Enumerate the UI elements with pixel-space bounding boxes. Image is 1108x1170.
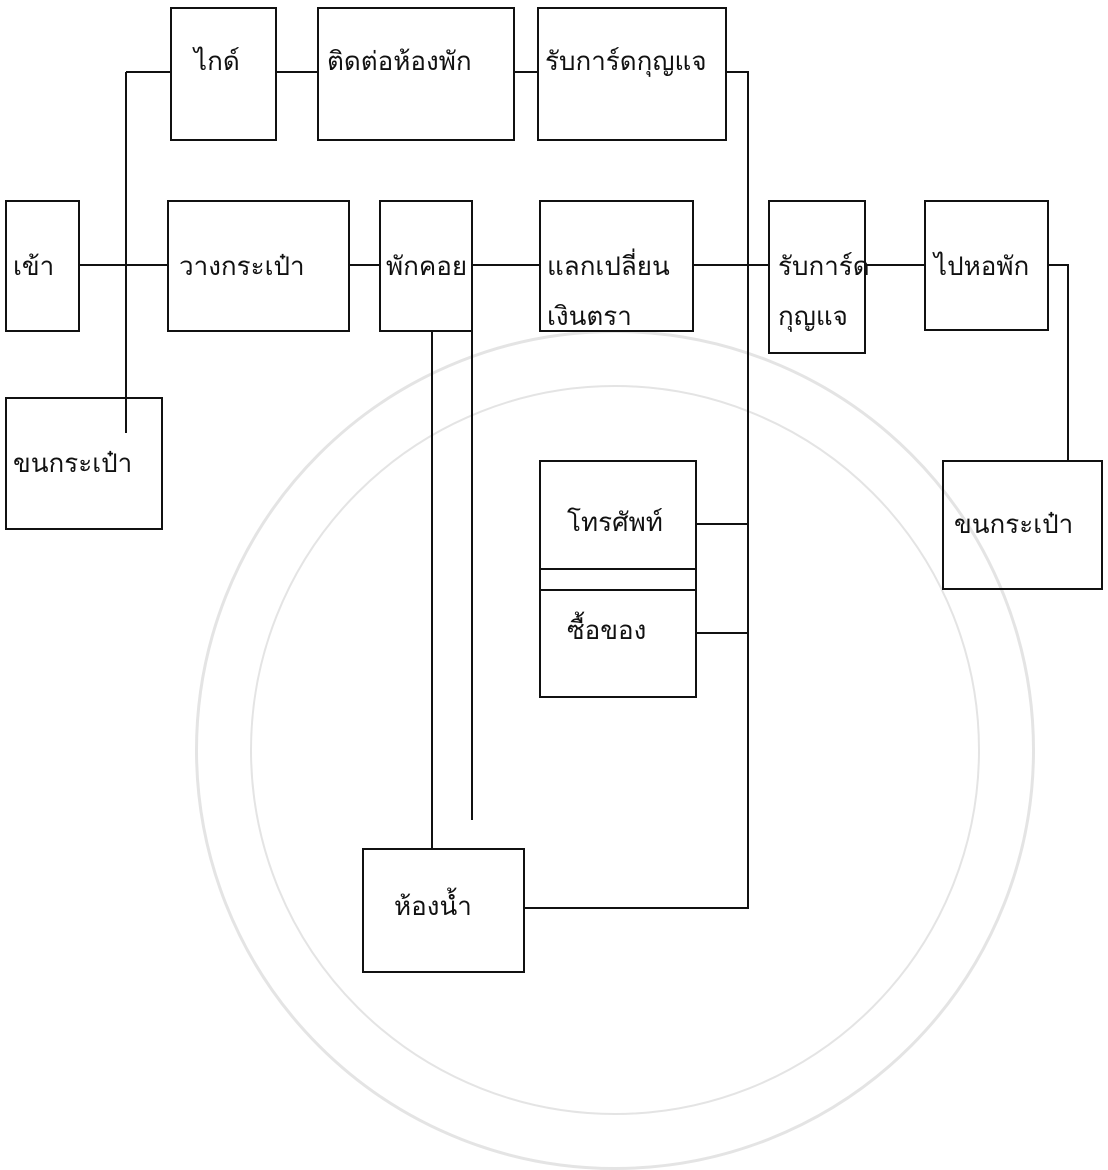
node-carry-bags-left: ขนกระเป๋า	[5, 397, 163, 530]
node-carry-bags-right: ขนกระเป๋า	[942, 460, 1103, 590]
node-label: ไปหอพัก	[934, 252, 1030, 282]
node-place-bags: วางกระเป๋า	[167, 200, 350, 332]
node-buy-things: ซื้อของ	[539, 568, 697, 698]
node-restroom: ห้องน้ำ	[362, 848, 525, 973]
node-label: เข้า	[13, 252, 55, 282]
node-guide: ไกด์	[170, 7, 277, 141]
node-label: วางกระเป๋า	[179, 252, 305, 282]
node-label-line2: เงินตรา	[547, 302, 632, 332]
node-receive-card-key: รับการ์ด กุญแจ	[768, 200, 870, 354]
flow-diagram: ไกด์ ติดต่อห้องพัก รับการ์ดกุญแจ เข้า วา…	[5, 7, 1103, 1170]
node-label: ขนกระเป๋า	[13, 449, 133, 479]
node-rest: พักคอย	[379, 200, 473, 332]
connector	[525, 71, 749, 909]
node-contact-room: ติดต่อห้องพัก	[317, 7, 515, 141]
node-go-dorm: ไปหอพัก	[924, 200, 1049, 331]
node-label-line1: แลกเปลี่ยน	[547, 252, 670, 282]
node-label: ติดต่อห้องพัก	[327, 47, 472, 77]
node-label: ซื้อของ	[567, 616, 647, 646]
node-receive-card-key-top: รับการ์ดกุญแจ	[537, 7, 727, 141]
node-label: พักคอย	[386, 252, 468, 282]
connector-lines	[80, 71, 1069, 909]
connector	[1049, 264, 1069, 460]
node-label-line2: กุญแจ	[778, 302, 848, 332]
node-label: ขนกระเป๋า	[954, 510, 1074, 540]
node-phone: โทรศัพท์	[539, 460, 697, 591]
node-label: รับการ์ดกุญแจ	[545, 47, 707, 77]
node-label: ห้องน้ำ	[394, 892, 472, 922]
node-label: โทรศัพท์	[567, 508, 663, 538]
node-exchange-currency: แลกเปลี่ยน เงินตรา	[539, 200, 694, 332]
node-label-line1: รับการ์ด	[778, 252, 870, 282]
node-label: ไกด์	[194, 47, 240, 77]
node-enter: เข้า	[5, 200, 80, 332]
